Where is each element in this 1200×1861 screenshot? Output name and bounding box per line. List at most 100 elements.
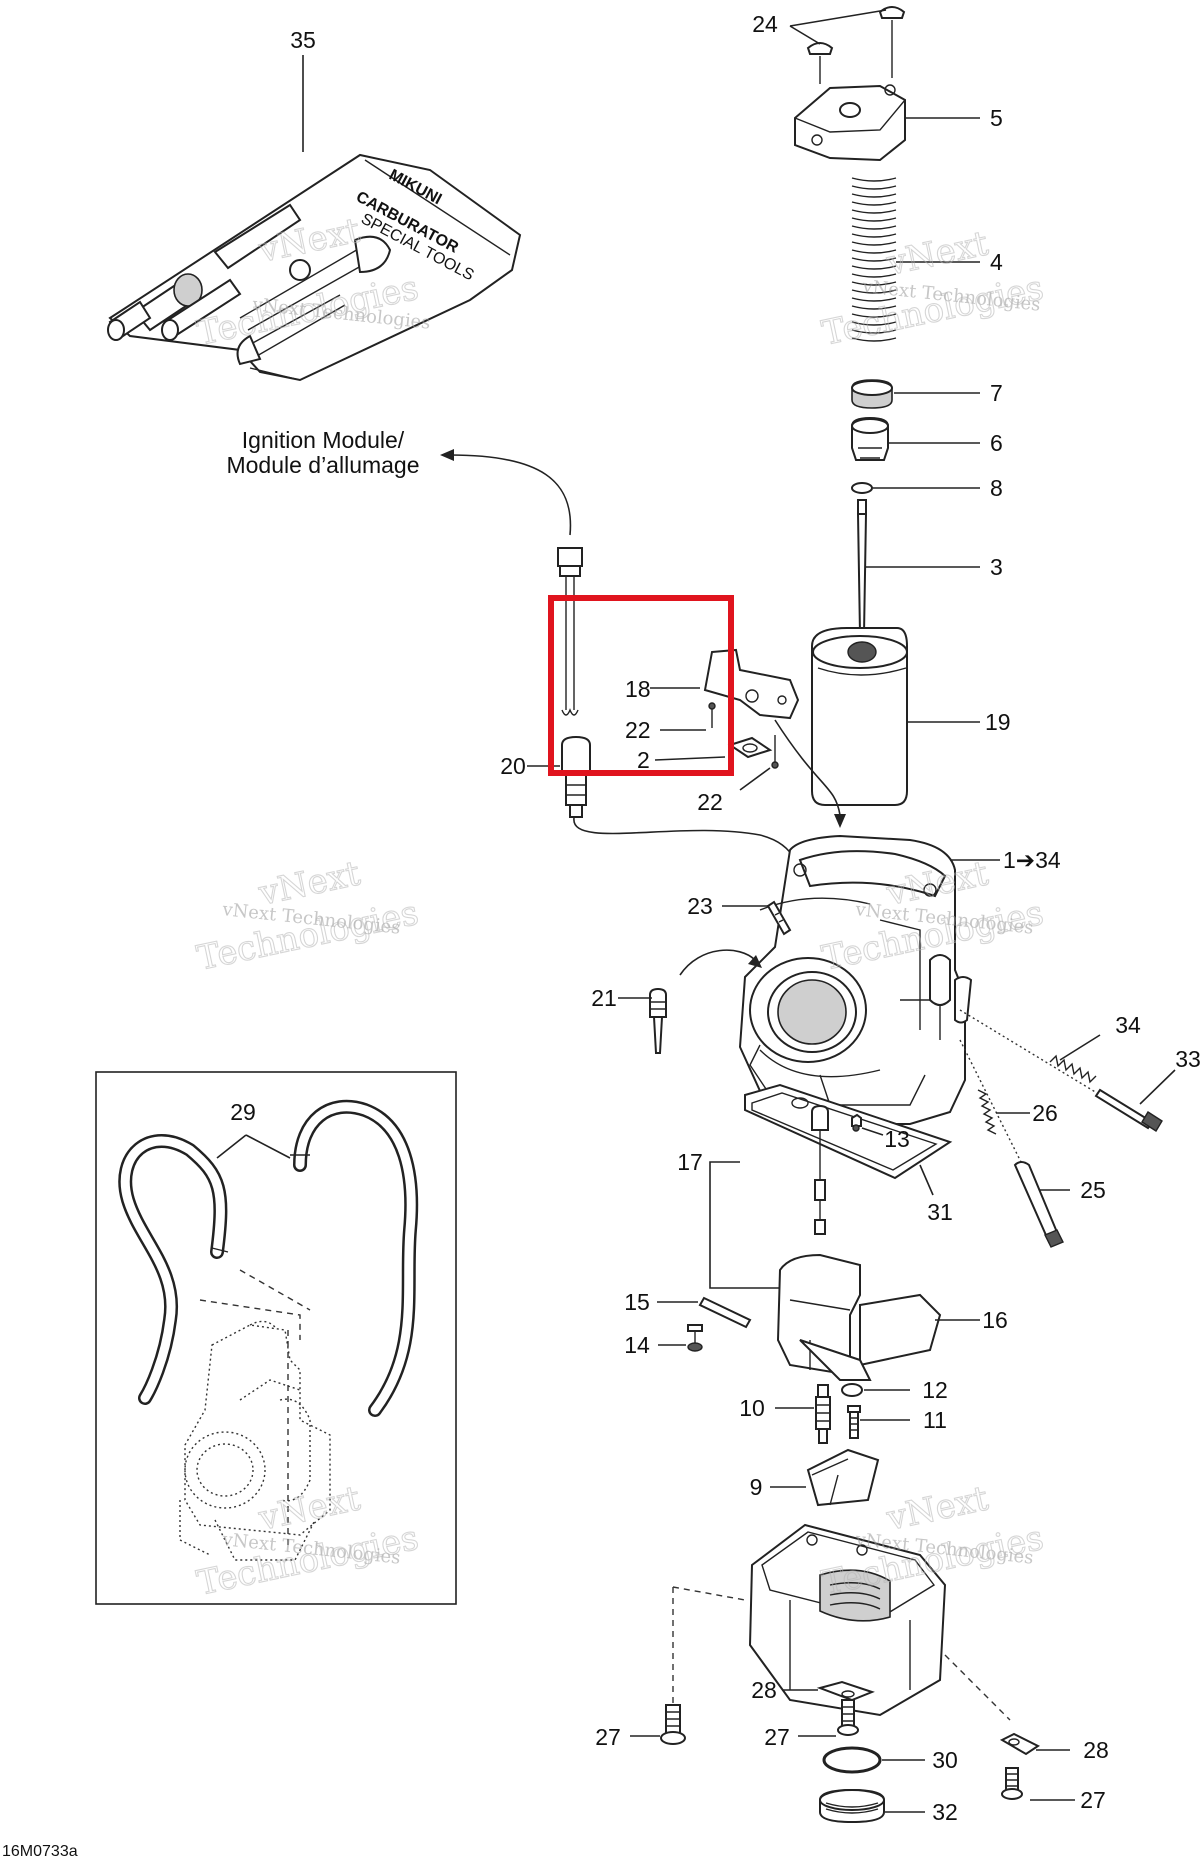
leader-34 — [1059, 1034, 1101, 1061]
part-15-pin — [698, 1296, 752, 1329]
arrowhead-plate — [834, 814, 846, 828]
label-5: 5 — [990, 105, 1003, 131]
label-22a: 22 — [625, 717, 651, 743]
label-27c: 27 — [1080, 1787, 1106, 1813]
sensor-connection-curve — [573, 817, 796, 861]
label-32: 32 — [932, 1799, 958, 1825]
label-28b: 28 — [1083, 1737, 1109, 1763]
watermark-word-top: vNext — [883, 1478, 992, 1539]
leader-31 — [919, 1164, 934, 1196]
leader-33 — [1139, 1069, 1176, 1105]
part-19-throttle-valve — [811, 627, 908, 806]
label-30: 30 — [932, 1747, 958, 1773]
label-25: 25 — [1080, 1177, 1106, 1203]
part-13-jet — [851, 1113, 862, 1132]
label-23: 23 — [687, 893, 713, 919]
plate-to-body-curve — [774, 719, 841, 816]
part-16-float — [776, 1253, 942, 1381]
watermark-mid-left: vNext vNext Technologies Technologies — [193, 853, 423, 979]
float-bowl — [748, 1523, 947, 1717]
part-24-screws — [806, 6, 906, 84]
leader-22b — [739, 767, 771, 791]
part-14-screw — [687, 1324, 703, 1352]
dotted-carburetor-outline — [179, 1269, 331, 1561]
part-30-o-ring — [822, 1746, 882, 1774]
arrowhead-21 — [748, 955, 762, 968]
bracket-17 — [709, 1161, 823, 1289]
label-33: 33 — [1175, 1046, 1200, 1072]
label-24: 24 — [752, 11, 778, 37]
leader-24a — [789, 25, 821, 45]
label-34: 34 — [1115, 1012, 1141, 1038]
part-27-screw-a — [660, 1704, 686, 1745]
label-9: 9 — [750, 1474, 763, 1500]
drawing-code: 16M0733a — [2, 1843, 78, 1860]
leader-29 — [216, 1134, 291, 1159]
part-9-baffle — [806, 1448, 880, 1507]
label-27b: 27 — [764, 1724, 790, 1750]
label-14: 14 — [624, 1332, 650, 1358]
watermark-word-bottom: Technologies — [819, 268, 1047, 354]
label-19: 19 — [985, 709, 1011, 735]
label-15: 15 — [624, 1289, 650, 1315]
label-2: 2 — [637, 747, 650, 773]
label-20: 20 — [500, 753, 526, 779]
part-25-screw — [1013, 1161, 1064, 1248]
label-21: 21 — [591, 985, 617, 1011]
part-10-main-jet — [815, 1384, 831, 1444]
label-13: 13 — [884, 1126, 910, 1152]
label-10: 10 — [739, 1395, 765, 1421]
special-tools-kit: MIKUNI CARBURATOR SPECIAL TOOLS — [107, 153, 522, 382]
part-26-spring — [977, 1089, 997, 1135]
label-22b: 22 — [697, 789, 723, 815]
part-34-spring — [1049, 1054, 1097, 1084]
ignition-wire-arrow — [449, 454, 572, 536]
part-2-gasket — [727, 736, 773, 759]
watermark-top-right: vNext vNext Technologies Technologies — [818, 223, 1048, 354]
part21-arrow-curve — [679, 949, 756, 976]
label-4: 4 — [990, 249, 1003, 275]
label-35: 35 — [290, 27, 316, 53]
label-16: 16 — [982, 1307, 1008, 1333]
part-32-drain-plug — [819, 1788, 885, 1824]
label-3: 3 — [990, 554, 1003, 580]
label-11: 11 — [923, 1407, 947, 1433]
label-26: 26 — [1032, 1100, 1058, 1126]
label-8: 8 — [990, 475, 1003, 501]
part-20-sensor-wire — [557, 547, 591, 818]
part-17-jet-assembly — [811, 1104, 829, 1235]
label-29: 29 — [230, 1099, 256, 1125]
axis-25-26 — [959, 1039, 1051, 1221]
part-3-jet-needle — [856, 499, 868, 635]
part-23-screw — [766, 900, 792, 936]
label-1-34: 1➔34 — [1003, 847, 1061, 873]
part-22-screw-b — [771, 735, 779, 769]
leader-2 — [654, 756, 726, 761]
part-22-screw-a — [708, 702, 716, 728]
part-11-needle-valve — [847, 1405, 861, 1439]
label-12: 12 — [922, 1377, 948, 1403]
part-27-screw-b — [837, 1699, 859, 1736]
ignition-module-caption-fr: Module d’allumage — [226, 452, 419, 478]
inset-hose-routing-frame — [95, 1071, 457, 1605]
ignition-module-caption-en: Ignition Module/ — [242, 427, 405, 453]
part-33-screw — [1094, 1088, 1163, 1132]
part-28-bracket-b — [999, 1732, 1040, 1756]
label-6: 6 — [990, 430, 1003, 456]
guide-27a-top — [672, 1586, 746, 1601]
part-7-seal — [851, 379, 893, 409]
label-17: 17 — [677, 1149, 703, 1175]
watermark-word-top: vNext — [883, 223, 992, 284]
arrowhead-ignition — [440, 449, 454, 461]
part-27-screw-c — [1001, 1767, 1023, 1800]
part-29-hoses — [118, 1099, 419, 1417]
highlight-box — [548, 595, 734, 776]
label-31: 31 — [927, 1199, 953, 1225]
label-7: 7 — [990, 380, 1003, 406]
part-28-bracket-a — [816, 1680, 875, 1702]
label-27a: 27 — [595, 1724, 621, 1750]
part-31-gasket — [744, 1083, 953, 1180]
label-18: 18 — [625, 676, 651, 702]
part-5-top-cap — [794, 84, 906, 162]
